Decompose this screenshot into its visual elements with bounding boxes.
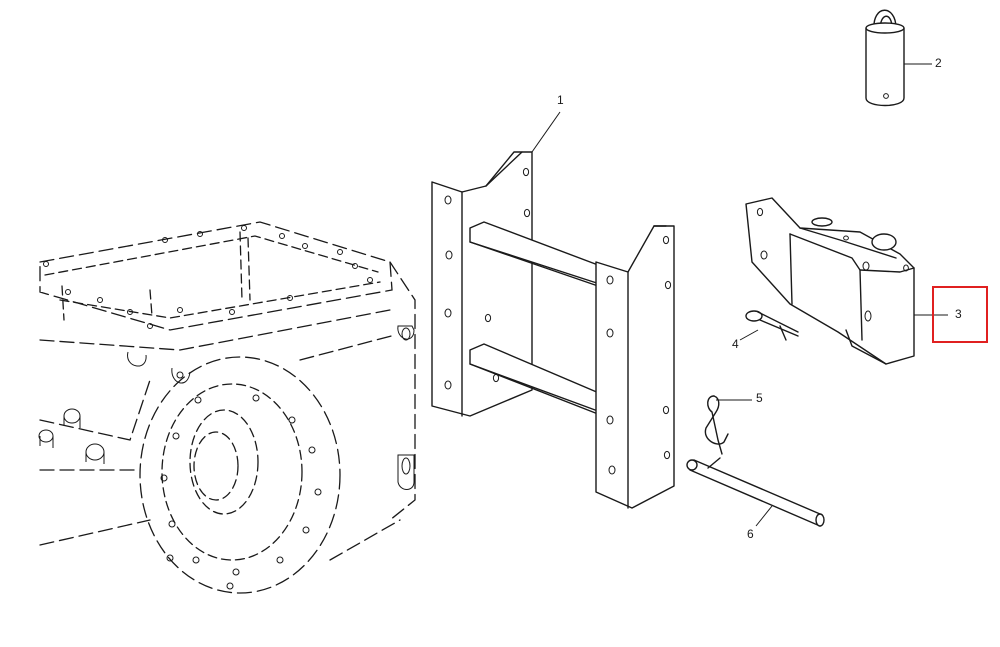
callout-leaders	[531, 63, 948, 527]
callout-3-highlight-box[interactable]	[932, 286, 988, 343]
callout-3: 3	[955, 307, 962, 321]
part-4-cotter-pin	[745, 310, 799, 341]
part-5-r-clip	[704, 395, 729, 455]
callout-2: 2	[935, 56, 942, 70]
part-6-long-pin	[686, 457, 825, 527]
part-1-hitch-frame	[431, 151, 675, 509]
part-2-hitch-pin	[865, 9, 905, 107]
callout-4: 4	[732, 337, 739, 351]
tractor-housing-phantom	[38, 221, 416, 594]
part-3-clevis-bracket	[745, 197, 915, 365]
callout-5: 5	[756, 391, 763, 405]
callout-6: 6	[747, 527, 754, 541]
callout-1: 1	[557, 93, 564, 107]
